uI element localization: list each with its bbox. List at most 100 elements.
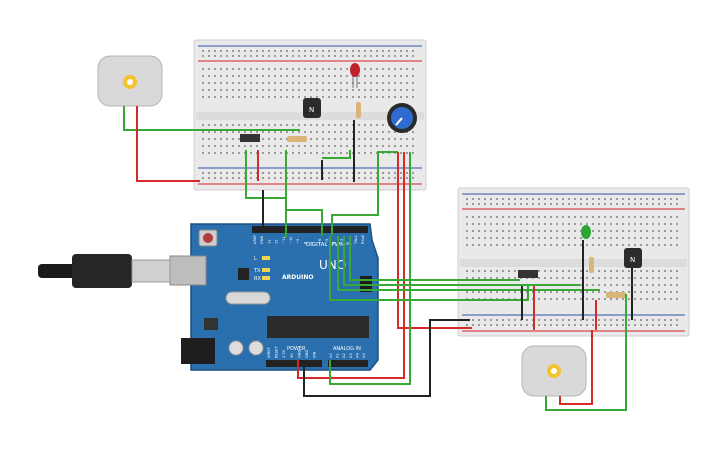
- breadboard-hole[interactable]: [316, 50, 318, 52]
- breadboard-hole[interactable]: [676, 203, 678, 205]
- breadboard-hole[interactable]: [364, 75, 366, 77]
- breadboard-hole[interactable]: [358, 172, 360, 174]
- breadboard-hole[interactable]: [652, 319, 654, 321]
- breadboard-hole[interactable]: [334, 172, 336, 174]
- breadboard-hole[interactable]: [484, 198, 486, 200]
- breadboard-hole[interactable]: [538, 198, 540, 200]
- breadboard-hole[interactable]: [370, 172, 372, 174]
- breadboard-hole[interactable]: [250, 131, 252, 133]
- breadboard-hole[interactable]: [382, 75, 384, 77]
- breadboard-hole[interactable]: [550, 230, 552, 232]
- breadboard-hole[interactable]: [652, 216, 654, 218]
- breadboard-hole[interactable]: [304, 75, 306, 77]
- breadboard-hole[interactable]: [406, 177, 408, 179]
- breadboard-hole[interactable]: [328, 55, 330, 57]
- breadboard-hole[interactable]: [322, 89, 324, 91]
- breadboard-hole[interactable]: [628, 203, 630, 205]
- wire-signal-2[interactable]: [337, 236, 600, 291]
- breadboard-hole[interactable]: [400, 172, 402, 174]
- breadboard-hole[interactable]: [232, 177, 234, 179]
- breadboard-hole[interactable]: [562, 298, 564, 300]
- breadboard-hole[interactable]: [412, 177, 414, 179]
- breadboard-hole[interactable]: [376, 55, 378, 57]
- breadboard-hole[interactable]: [508, 223, 510, 225]
- breadboard-hole[interactable]: [658, 298, 660, 300]
- wire-top-green-2[interactable]: [285, 150, 323, 236]
- breadboard-hole[interactable]: [412, 89, 414, 91]
- breadboard-hole[interactable]: [382, 89, 384, 91]
- breadboard-hole[interactable]: [244, 75, 246, 77]
- breadboard-hole[interactable]: [538, 216, 540, 218]
- breadboard-top-holes[interactable]: [202, 50, 414, 179]
- breadboard-hole[interactable]: [574, 277, 576, 279]
- breadboard-hole[interactable]: [382, 172, 384, 174]
- breadboard-hole[interactable]: [508, 237, 510, 239]
- breadboard-hole[interactable]: [214, 50, 216, 52]
- breadboard-hole[interactable]: [466, 270, 468, 272]
- breadboard-hole[interactable]: [298, 177, 300, 179]
- breadboard-hole[interactable]: [592, 324, 594, 326]
- breadboard-hole[interactable]: [406, 68, 408, 70]
- breadboard-hole[interactable]: [232, 152, 234, 154]
- breadboard-hole[interactable]: [652, 291, 654, 293]
- breadboard-hole[interactable]: [376, 96, 378, 98]
- breadboard-hole[interactable]: [508, 277, 510, 279]
- breadboard-hole[interactable]: [250, 68, 252, 70]
- breadboard-hole[interactable]: [400, 75, 402, 77]
- breadboard-hole[interactable]: [562, 324, 564, 326]
- breadboard-hole[interactable]: [274, 55, 276, 57]
- breadboard-hole[interactable]: [496, 324, 498, 326]
- breadboard-hole[interactable]: [202, 177, 204, 179]
- breadboard-hole[interactable]: [370, 89, 372, 91]
- breadboard-hole[interactable]: [490, 324, 492, 326]
- breadboard-hole[interactable]: [544, 319, 546, 321]
- breadboard-hole[interactable]: [340, 124, 342, 126]
- breadboard-hole[interactable]: [508, 291, 510, 293]
- breadboard-hole[interactable]: [304, 172, 306, 174]
- breadboard-hole[interactable]: [274, 82, 276, 84]
- breadboard-hole[interactable]: [520, 216, 522, 218]
- breadboard-hole[interactable]: [646, 324, 648, 326]
- breadboard-hole[interactable]: [340, 145, 342, 147]
- breadboard-hole[interactable]: [298, 75, 300, 77]
- breadboard-hole[interactable]: [346, 75, 348, 77]
- breadboard-hole[interactable]: [484, 291, 486, 293]
- breadboard-hole[interactable]: [340, 75, 342, 77]
- breadboard-hole[interactable]: [310, 89, 312, 91]
- breadboard-hole[interactable]: [202, 96, 204, 98]
- breadboard-hole[interactable]: [586, 223, 588, 225]
- breadboard-hole[interactable]: [652, 230, 654, 232]
- breadboard-hole[interactable]: [622, 277, 624, 279]
- breadboard-hole[interactable]: [514, 237, 516, 239]
- breadboard-hole[interactable]: [280, 152, 282, 154]
- breadboard-hole[interactable]: [544, 216, 546, 218]
- breadboard-hole[interactable]: [214, 172, 216, 174]
- breadboard-hole[interactable]: [580, 324, 582, 326]
- breadboard-hole[interactable]: [358, 55, 360, 57]
- breadboard-hole[interactable]: [238, 131, 240, 133]
- breadboard-hole[interactable]: [328, 82, 330, 84]
- breadboard-hole[interactable]: [622, 223, 624, 225]
- breadboard-hole[interactable]: [394, 138, 396, 140]
- breadboard-hole[interactable]: [340, 82, 342, 84]
- breadboard-hole[interactable]: [670, 237, 672, 239]
- breadboard-hole[interactable]: [532, 230, 534, 232]
- breadboard-hole[interactable]: [412, 152, 414, 154]
- breadboard-hole[interactable]: [340, 138, 342, 140]
- breadboard-hole[interactable]: [202, 82, 204, 84]
- breadboard-hole[interactable]: [490, 216, 492, 218]
- breadboard-hole[interactable]: [568, 198, 570, 200]
- breadboard-hole[interactable]: [214, 75, 216, 77]
- breadboard-hole[interactable]: [292, 82, 294, 84]
- breadboard-hole[interactable]: [280, 68, 282, 70]
- breadboard-hole[interactable]: [592, 291, 594, 293]
- breadboard-hole[interactable]: [250, 152, 252, 154]
- breadboard-hole[interactable]: [406, 55, 408, 57]
- breadboard-hole[interactable]: [274, 172, 276, 174]
- breadboard-hole[interactable]: [226, 138, 228, 140]
- breadboard-hole[interactable]: [394, 89, 396, 91]
- breadboard-hole[interactable]: [550, 237, 552, 239]
- breadboard-hole[interactable]: [304, 50, 306, 52]
- breadboard-hole[interactable]: [220, 68, 222, 70]
- breadboard-hole[interactable]: [622, 298, 624, 300]
